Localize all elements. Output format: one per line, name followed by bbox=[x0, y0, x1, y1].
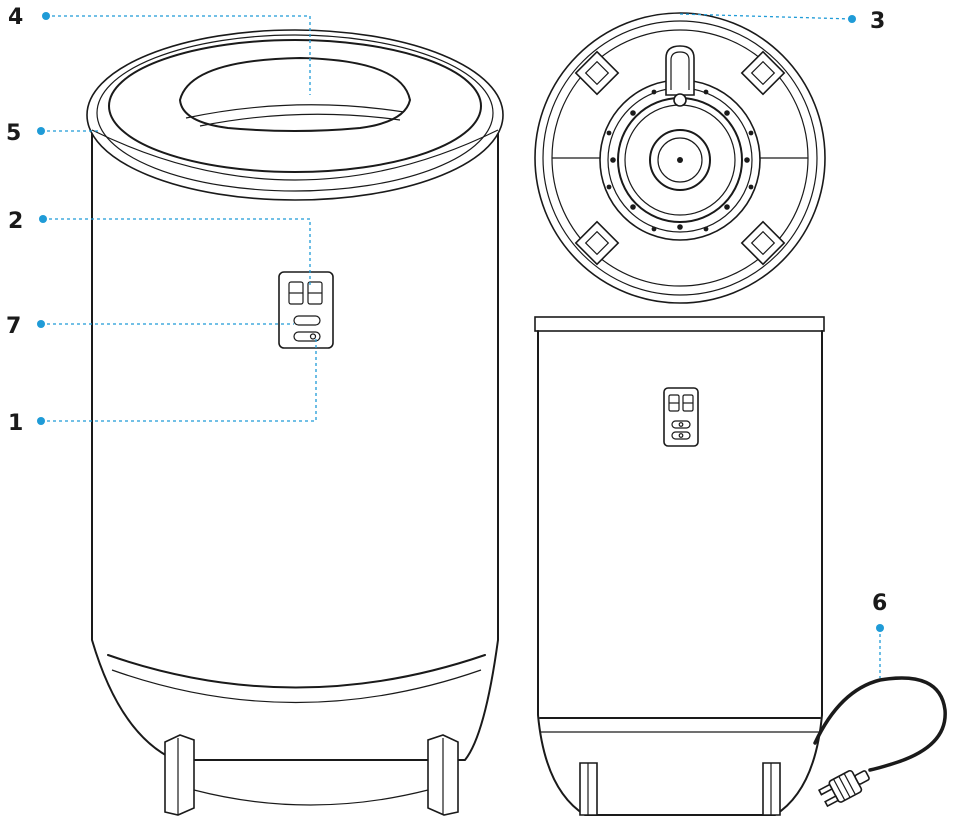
callout-3: 3 bbox=[870, 9, 885, 34]
front-belt-inner bbox=[111, 669, 482, 704]
front-view bbox=[86, 29, 504, 816]
front-leg-left bbox=[164, 734, 195, 816]
bottom-screws bbox=[606, 89, 754, 232]
bottom-bracket-br bbox=[740, 220, 786, 266]
callout-4: 4 bbox=[8, 5, 23, 30]
bottom-bracket-tl bbox=[574, 50, 620, 96]
callout-leaders bbox=[37, 12, 884, 678]
front-body bbox=[91, 129, 499, 761]
bottom-view bbox=[534, 12, 826, 304]
front-lid-ring bbox=[96, 34, 494, 192]
side-view bbox=[534, 316, 825, 816]
callout-5: 5 bbox=[6, 121, 21, 146]
side-top-cap bbox=[534, 316, 825, 332]
front-control-panel bbox=[278, 271, 334, 349]
front-handle bbox=[179, 57, 411, 132]
mode-button[interactable] bbox=[293, 315, 321, 326]
front-belt bbox=[107, 654, 486, 689]
bottom-bracket-bl bbox=[574, 220, 620, 266]
seven-segment-display-icon bbox=[288, 281, 323, 305]
bottom-hook bbox=[665, 45, 695, 107]
callout-labels: 4 5 2 7 1 3 6 bbox=[6, 5, 887, 616]
callout-7: 7 bbox=[6, 314, 21, 339]
callout-1: 1 bbox=[8, 411, 23, 436]
power-plug-icon bbox=[817, 769, 870, 808]
power-cord bbox=[813, 676, 947, 808]
side-body bbox=[537, 330, 823, 816]
power-button-icon[interactable] bbox=[293, 331, 321, 342]
bottom-bracket-tr bbox=[740, 50, 786, 96]
side-control-panel bbox=[663, 387, 699, 447]
front-lid-inner bbox=[108, 39, 482, 173]
callout-2: 2 bbox=[8, 209, 23, 234]
callout-6: 6 bbox=[872, 591, 887, 616]
